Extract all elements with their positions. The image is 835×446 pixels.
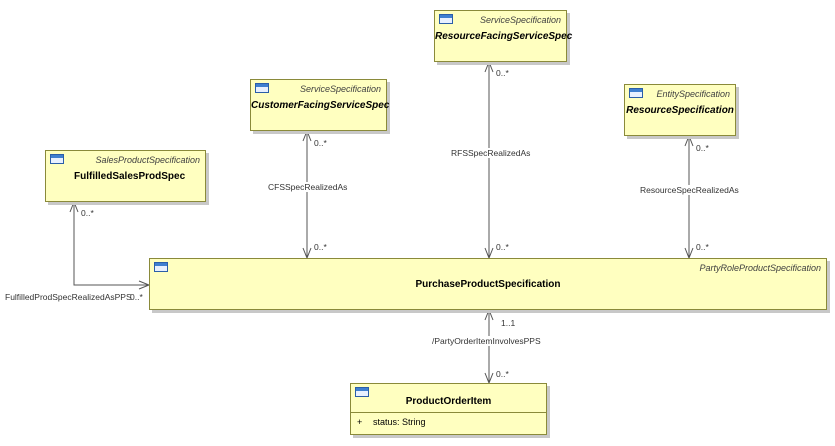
class-name: PurchaseProductSpecification <box>415 279 561 290</box>
stereotype-label: PartyRoleProductSpecification <box>699 263 821 273</box>
rfs-multiplicity-top: 0..* <box>496 68 509 78</box>
res-multiplicity-top: 0..* <box>696 143 709 153</box>
class-purchase-product-specification[interactable]: PartyRoleProductSpecification PurchasePr… <box>149 258 827 310</box>
res-arrowhead-top <box>684 134 694 147</box>
stereotype-label: EntitySpecification <box>656 89 730 99</box>
stereotype-label: ServiceSpecification <box>479 15 561 25</box>
cfs-association-label: CFSSpecRealizedAs <box>268 182 348 192</box>
class-name: ResourceSpecification <box>626 105 734 116</box>
class-icon <box>629 88 643 98</box>
poi-multiplicity-bottom: 0..* <box>496 369 509 379</box>
ful-arrowhead-top <box>69 200 79 213</box>
ful-multiplicity-bottom: 0..* <box>130 292 143 302</box>
poi-multiplicity-top: 1..1 <box>501 318 516 328</box>
class-name: ProductOrderItem <box>405 396 492 407</box>
rfs-multiplicity-bottom: 0..* <box>496 242 509 252</box>
stereotype-label: SalesProductSpecification <box>95 155 200 165</box>
ful-association-line <box>73 202 149 286</box>
class-icon <box>154 262 168 272</box>
class-icon <box>439 14 453 24</box>
attribute-status: status: String <box>373 417 426 427</box>
poi-arrowhead-top <box>484 308 494 321</box>
rfs-association-label: RFSSpecRealizedAs <box>451 148 531 158</box>
class-resource-facing-service-spec[interactable]: ServiceSpecification ResourceFacingServi… <box>434 10 573 62</box>
class-name: FulfilledSalesProdSpec <box>74 171 186 182</box>
class-name: ResourceFacingServiceSpec <box>435 31 573 42</box>
attribute-compartment-divider <box>351 412 546 413</box>
class-product-order-item[interactable]: ProductOrderItem + status: String <box>350 383 547 435</box>
class-customer-facing-service-spec[interactable]: ServiceSpecification CustomerFacingServi… <box>250 79 390 131</box>
rfs-arrowhead-top <box>484 60 494 73</box>
attribute-visibility: + <box>357 417 363 427</box>
poi-association-label: /PartyOrderItemInvolvesPPS <box>432 336 541 346</box>
cfs-arrowhead-top <box>302 129 312 142</box>
res-association-label: ResourceSpecRealizedAs <box>640 185 739 195</box>
class-icon <box>355 387 369 397</box>
class-name: CustomerFacingServiceSpec <box>251 100 390 111</box>
class-fulfilled-sales-prod-spec[interactable]: SalesProductSpecification FulfilledSales… <box>45 150 206 202</box>
ful-multiplicity-top: 0..* <box>81 208 94 218</box>
ful-association-label: FulfilledProdSpecRealizedAsPPS <box>5 292 132 302</box>
cfs-multiplicity-top: 0..* <box>314 138 327 148</box>
class-icon <box>255 83 269 93</box>
stereotype-label: ServiceSpecification <box>299 84 381 94</box>
res-multiplicity-bottom: 0..* <box>696 242 709 252</box>
class-icon <box>50 154 64 164</box>
cfs-multiplicity-bottom: 0..* <box>314 242 327 252</box>
class-resource-specification[interactable]: EntitySpecification ResourceSpecificatio… <box>624 84 736 136</box>
